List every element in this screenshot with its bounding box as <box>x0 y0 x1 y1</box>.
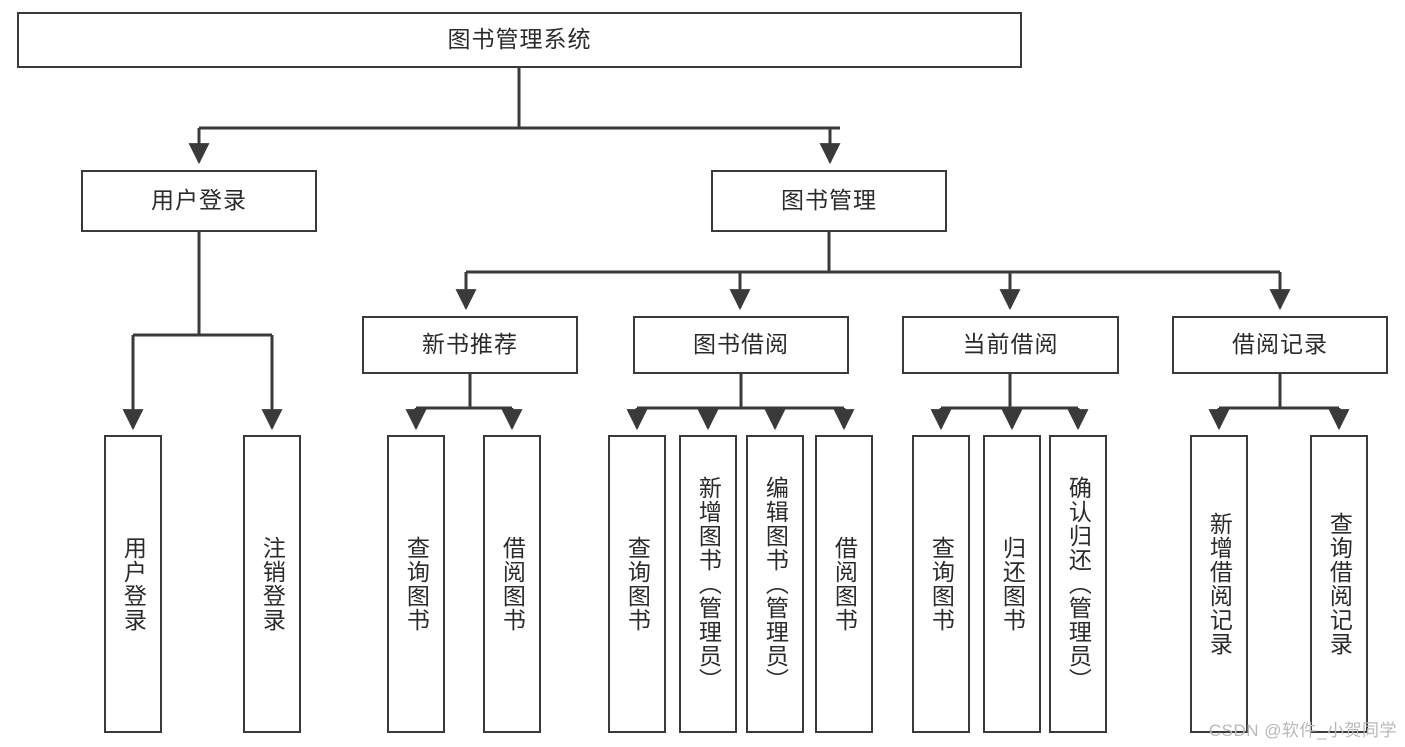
leaf-label: 借阅图书 <box>499 536 526 632</box>
node-current-borrow[interactable]: 当前借阅 <box>902 316 1119 374</box>
node-book-borrow[interactable]: 图书借阅 <box>633 316 849 374</box>
leaf-label: 借阅图书 <box>831 536 858 632</box>
node-book-management[interactable]: 图书管理 <box>711 170 947 232</box>
leaf-confirm-return-admin[interactable]: 确认归还（管理员） <box>1049 435 1107 733</box>
node-user-login[interactable]: 用户登录 <box>81 170 317 232</box>
leaf-label: 查询图书 <box>928 536 955 632</box>
leaf-label: 查询图书 <box>624 536 651 632</box>
node-label: 新书推荐 <box>422 331 518 358</box>
leaf-label: 新增图书（管理员） <box>695 476 722 692</box>
leaf-label: 归还图书 <box>999 536 1026 632</box>
leaf-query-borrow-record[interactable]: 查询借阅记录 <box>1310 435 1368 733</box>
leaf-add-book-admin[interactable]: 新增图书（管理员） <box>679 435 737 733</box>
leaf-add-borrow-record[interactable]: 新增借阅记录 <box>1190 435 1248 733</box>
node-label: 图书借阅 <box>693 331 789 358</box>
leaf-label: 确认归还（管理员） <box>1065 476 1092 692</box>
leaf-label: 用户登录 <box>120 536 147 632</box>
leaf-label: 注销登录 <box>259 536 286 632</box>
leaf-query-book-recommend[interactable]: 查询图书 <box>387 435 445 733</box>
leaf-edit-book-admin[interactable]: 编辑图书（管理员） <box>746 435 804 733</box>
node-root-label: 图书管理系统 <box>447 26 592 53</box>
node-label: 图书管理 <box>781 187 877 214</box>
leaf-borrow-book[interactable]: 借阅图书 <box>815 435 873 733</box>
leaf-return-book[interactable]: 归还图书 <box>983 435 1041 733</box>
leaf-label: 查询借阅记录 <box>1326 512 1353 656</box>
leaf-borrow-book-recommend[interactable]: 借阅图书 <box>483 435 541 733</box>
leaf-label: 查询图书 <box>403 536 430 632</box>
node-label: 用户登录 <box>151 187 247 214</box>
node-label: 借阅记录 <box>1232 331 1328 358</box>
leaf-label: 编辑图书（管理员） <box>762 476 789 692</box>
leaf-query-book-borrow[interactable]: 查询图书 <box>608 435 666 733</box>
leaf-user-login[interactable]: 用户登录 <box>104 435 162 733</box>
leaf-query-book-current[interactable]: 查询图书 <box>912 435 970 733</box>
leaf-logout[interactable]: 注销登录 <box>243 435 301 733</box>
node-label: 当前借阅 <box>962 331 1059 358</box>
leaf-label: 新增借阅记录 <box>1206 512 1233 656</box>
node-new-book-recommend[interactable]: 新书推荐 <box>362 316 578 374</box>
node-root[interactable]: 图书管理系统 <box>17 12 1022 68</box>
node-borrow-records[interactable]: 借阅记录 <box>1172 316 1388 374</box>
